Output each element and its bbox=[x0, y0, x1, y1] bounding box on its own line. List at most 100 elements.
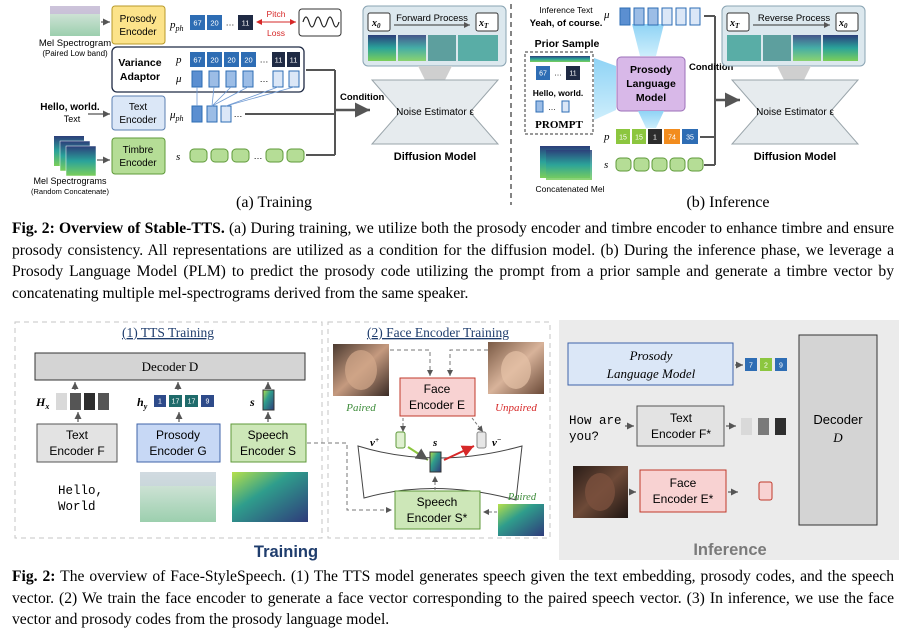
mel-low-label: Mel Spectrogram bbox=[39, 38, 111, 49]
svg-text:…: … bbox=[548, 103, 556, 112]
v-plus-vector bbox=[395, 431, 406, 449]
svg-text:67: 67 bbox=[539, 71, 547, 78]
svg-text:20: 20 bbox=[227, 56, 235, 65]
top-figure-caption: Fig. 2: Overview of Stable-TTS. (a) Duri… bbox=[12, 218, 894, 304]
text-input-label: Text bbox=[64, 114, 81, 124]
diffusion-model-label: Diffusion Model bbox=[394, 151, 477, 163]
decoder-d-label: Decoder D bbox=[142, 359, 199, 374]
svg-text:…: … bbox=[260, 74, 269, 84]
fp-xT: xT bbox=[478, 18, 489, 30]
svg-text:9: 9 bbox=[206, 399, 210, 406]
inf-diffusion-model-label: Diffusion Model bbox=[754, 151, 837, 163]
plm-line3: Model bbox=[636, 92, 666, 104]
face-encoder-e-line1: Face bbox=[424, 382, 451, 396]
inference-text-label: Inference Text bbox=[539, 5, 593, 15]
top-caption-body: (a) During training, we utilize both the… bbox=[12, 220, 894, 302]
svg-text:15: 15 bbox=[619, 135, 627, 142]
plm-bottom-line2: Language Model bbox=[606, 366, 696, 381]
face-training-title: (2) Face Encoder Training bbox=[367, 325, 509, 340]
svg-text:11: 11 bbox=[242, 19, 250, 28]
svg-text:20: 20 bbox=[210, 19, 218, 28]
speech-encoder-s-line1: Speech bbox=[248, 428, 289, 442]
prosody-encoder-line1: Prosody bbox=[120, 14, 157, 25]
paired2-label: Paired bbox=[507, 492, 537, 503]
plm-top-funnel bbox=[632, 24, 664, 56]
text-encoder-f-star-line1: Text bbox=[670, 411, 693, 425]
top-caption-lead: Fig. 2: Overview of Stable-TTS. bbox=[12, 220, 225, 237]
tts-training-title: (1) TTS Training bbox=[122, 325, 214, 340]
timbre-s-row: … bbox=[189, 148, 305, 163]
svg-text:…: … bbox=[226, 18, 235, 28]
training-label: Training bbox=[254, 543, 318, 561]
timbre-encoder-box bbox=[111, 137, 166, 175]
speech-encoder-s-star-box bbox=[394, 490, 481, 530]
timbre-encoder-line2: Encoder bbox=[119, 158, 157, 169]
mel-low-sublabel: (Paired Low band) bbox=[42, 49, 108, 58]
text-encoder-output-blocks bbox=[741, 418, 786, 435]
face-encoder-e-star-line2: Encoder E* bbox=[653, 492, 714, 506]
hello-world-text: Hello, world. bbox=[40, 102, 100, 113]
noise-estimator-shape bbox=[370, 79, 500, 145]
face-encoder-e-box bbox=[399, 377, 476, 417]
inf-symbol-p: p bbox=[603, 131, 610, 143]
svg-text:2: 2 bbox=[764, 363, 768, 370]
inf-s-row bbox=[615, 157, 704, 172]
svg-text:67: 67 bbox=[193, 19, 201, 28]
reverse-process-label: Reverse Process bbox=[758, 13, 831, 24]
svg-text:20: 20 bbox=[210, 56, 218, 65]
svg-text:11: 11 bbox=[275, 56, 283, 65]
face-encoder-e-star-line1: Face bbox=[670, 476, 697, 490]
svg-text:17: 17 bbox=[188, 399, 196, 406]
plm-line1: Prosody bbox=[630, 64, 672, 76]
mu-row: … bbox=[191, 70, 300, 88]
rp-xT: xT bbox=[729, 18, 740, 30]
svg-text:1: 1 bbox=[653, 135, 657, 142]
inf-noise-estimator-label: Noise Estimator ε bbox=[756, 107, 834, 118]
decoder-d-vertical-line1: Decoder bbox=[813, 412, 863, 427]
variance-adaptor-line2: Adaptor bbox=[120, 71, 160, 83]
speech-encoder-s-star-line2: Encoder S* bbox=[407, 511, 468, 525]
text-encoder-line2: Encoder bbox=[119, 115, 157, 126]
unpaired-label: Unpaired bbox=[495, 402, 537, 414]
face-encoder-e-star-box bbox=[639, 469, 727, 513]
symbol-p: p bbox=[175, 54, 182, 66]
speech-encoder-s-line2: Encoder S bbox=[240, 444, 296, 458]
prosody-encoder-g-line2: Encoder G bbox=[149, 444, 206, 458]
symbol-muph: μph bbox=[169, 109, 184, 123]
inf-noise-estimator-shape bbox=[730, 79, 860, 145]
mel-spectrograms-stack bbox=[54, 136, 97, 177]
svg-text:35: 35 bbox=[686, 135, 694, 142]
svg-text:11: 11 bbox=[290, 56, 298, 65]
hx-blocks bbox=[56, 393, 109, 410]
inf-symbol-s: s bbox=[604, 159, 608, 171]
symbol-pph: pph bbox=[169, 19, 184, 33]
svg-text:17: 17 bbox=[172, 399, 180, 406]
plm-bottom-box bbox=[567, 342, 734, 386]
speech-mel-image bbox=[232, 472, 308, 522]
symbol-s: s bbox=[176, 151, 180, 163]
plm-bottom-line1: Prosody bbox=[629, 348, 673, 363]
prosody-encoder-g-line1: Prosody bbox=[156, 428, 200, 442]
pitch-loss-line1: Pitch bbox=[267, 9, 286, 19]
inf-mu-row bbox=[619, 7, 701, 26]
v-plus-symbol: v+ bbox=[370, 435, 379, 449]
prosody-encoder-g-box bbox=[136, 423, 221, 463]
condition-label: Condition bbox=[340, 92, 385, 103]
fp-x0: x0 bbox=[371, 18, 381, 30]
decoder-d-bar bbox=[34, 352, 306, 381]
svg-text:20: 20 bbox=[244, 56, 252, 65]
prompt-hello-text: Hello, world. bbox=[533, 88, 584, 98]
v-minus-vector bbox=[476, 431, 487, 449]
text-encoder-line1: Text bbox=[129, 102, 148, 113]
svg-text:…: … bbox=[554, 69, 562, 78]
text-encoder-f-box bbox=[36, 423, 118, 463]
text-encoder-f-line1: Text bbox=[66, 428, 89, 442]
pitch-loss-line2: Loss bbox=[267, 28, 285, 38]
plm-output-codes: 7 2 9 bbox=[745, 358, 787, 371]
concatenated-mel-label: Concatenated Mel bbox=[536, 184, 605, 194]
rp-x0: x0 bbox=[838, 18, 848, 30]
prompt-label: PROMPT bbox=[535, 119, 583, 131]
speech-encoder-s-box bbox=[230, 423, 307, 463]
plm-left-funnel bbox=[594, 58, 616, 120]
face-vector bbox=[758, 481, 773, 501]
